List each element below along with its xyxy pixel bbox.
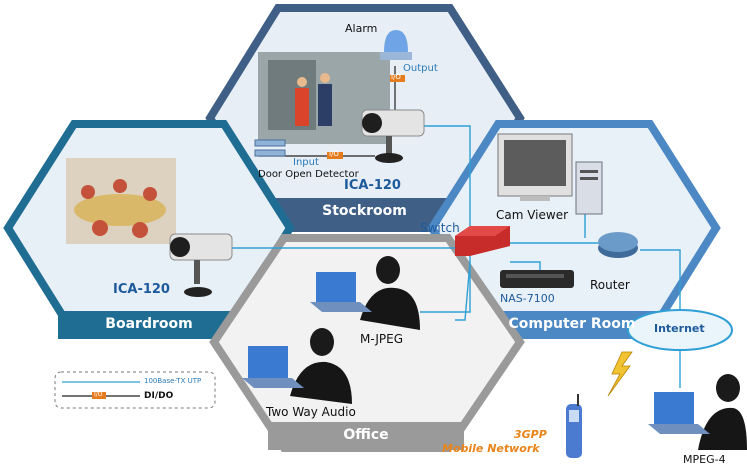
internet-cloud-icon xyxy=(627,309,733,351)
two-way-audio-user-icon xyxy=(242,328,352,404)
io-tag-output xyxy=(389,75,405,82)
mobile-phone-icon xyxy=(566,394,582,458)
camera-stockroom-icon xyxy=(361,109,425,163)
cam-viewer-monitor-icon xyxy=(497,133,573,201)
internet-label: Internet xyxy=(654,322,705,335)
legend-io-text: I/O xyxy=(94,391,103,398)
legend-utp-label: 100Base-TX UTP xyxy=(144,377,202,385)
camera-boardroom-icon xyxy=(169,233,233,297)
io-input-text: I/O xyxy=(329,150,339,158)
output-label: Output xyxy=(403,63,438,74)
switch-icon xyxy=(455,226,510,256)
nas-label: NAS-7100 xyxy=(500,292,555,305)
camera-stockroom-label: ICA-120 xyxy=(344,178,401,193)
router-label: Router xyxy=(590,278,630,292)
pc-tower-icon xyxy=(575,161,603,215)
stockroom-image xyxy=(258,52,390,144)
alarm-siren-icon xyxy=(380,30,412,60)
legend-box xyxy=(54,371,216,409)
camera-boardroom-label: ICA-120 xyxy=(113,282,170,297)
two-way-audio-label: Two Way Audio xyxy=(266,405,356,419)
door-detector-label: Door Open Detector xyxy=(258,169,359,180)
alarm-label: Alarm xyxy=(345,22,378,35)
mpeg4-user-icon xyxy=(648,374,747,450)
zone-label-boardroom: Boardroom xyxy=(105,316,193,332)
io-tag-input xyxy=(327,152,343,159)
zone-label-office: Office xyxy=(343,427,389,443)
cam-viewer-label: Cam Viewer xyxy=(496,208,569,222)
mobile-line2-label: Mobile Network xyxy=(442,442,540,455)
legend-dido-label: DI/DO xyxy=(144,391,174,401)
mpeg4-label: MPEG-4 xyxy=(683,453,726,466)
boardroom-meeting-image xyxy=(66,158,176,244)
router-icon xyxy=(598,232,638,258)
mobile-line1-label: 3GPP xyxy=(514,428,547,441)
lightning-icon xyxy=(607,351,633,397)
mjpeg-user-icon xyxy=(310,256,420,330)
switch-label: Switch xyxy=(420,221,460,235)
input-label: Input xyxy=(293,157,319,168)
zone-label-stockroom: Stockroom xyxy=(322,203,407,219)
zone-label-computer-room: Computer Room xyxy=(508,316,636,332)
nas-icon xyxy=(500,270,574,288)
mjpeg-label: M-JPEG xyxy=(360,332,404,346)
network-lines xyxy=(232,125,681,388)
door-detector-icon xyxy=(254,139,286,157)
io-output-text: I/O xyxy=(391,73,401,81)
